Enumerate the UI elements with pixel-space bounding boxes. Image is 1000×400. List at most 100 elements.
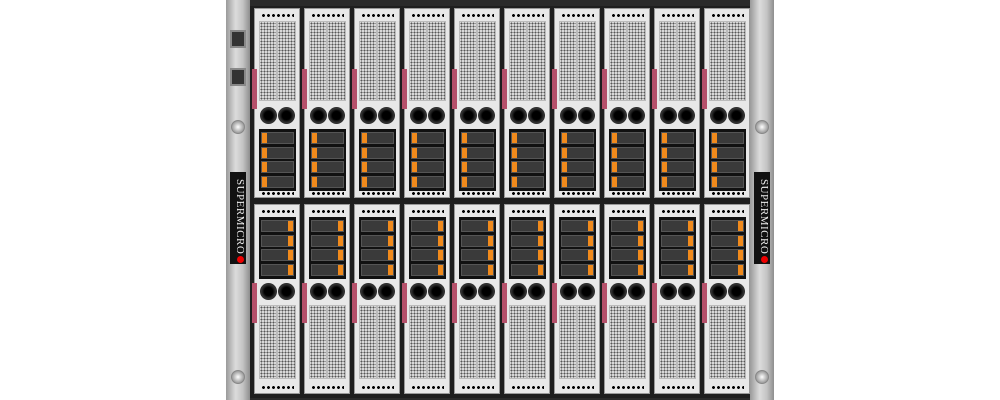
drive-bay[interactable]: [311, 234, 344, 247]
drive-release-tab[interactable]: [362, 147, 367, 158]
release-handle[interactable]: [702, 69, 707, 109]
release-handle[interactable]: [502, 69, 507, 109]
drive-release-tab[interactable]: [488, 250, 493, 261]
drive-bay[interactable]: [511, 146, 544, 159]
drive-bay[interactable]: [711, 220, 744, 233]
drive-release-tab[interactable]: [588, 221, 593, 232]
drive-release-tab[interactable]: [438, 250, 443, 261]
drive-bay[interactable]: [411, 132, 444, 145]
drive-bay[interactable]: [711, 249, 744, 262]
drive-bay[interactable]: [611, 263, 644, 276]
drive-release-tab[interactable]: [262, 176, 267, 187]
release-handle[interactable]: [552, 69, 557, 109]
server-blade[interactable]: [652, 204, 700, 394]
drive-release-tab[interactable]: [388, 264, 393, 275]
drive-release-tab[interactable]: [312, 176, 317, 187]
drive-bay[interactable]: [661, 234, 694, 247]
drive-bay[interactable]: [261, 146, 294, 159]
drive-release-tab[interactable]: [612, 147, 617, 158]
drive-release-tab[interactable]: [488, 235, 493, 246]
drive-release-tab[interactable]: [588, 250, 593, 261]
drive-bay[interactable]: [361, 220, 394, 233]
drive-bay[interactable]: [461, 234, 494, 247]
drive-release-tab[interactable]: [612, 133, 617, 144]
drive-bay[interactable]: [411, 175, 444, 188]
drive-bay[interactable]: [611, 175, 644, 188]
drive-bay[interactable]: [361, 132, 394, 145]
drive-release-tab[interactable]: [388, 235, 393, 246]
drive-bay[interactable]: [261, 249, 294, 262]
drive-bay[interactable]: [511, 161, 544, 174]
server-blade[interactable]: [602, 8, 650, 198]
drive-release-tab[interactable]: [662, 133, 667, 144]
drive-release-tab[interactable]: [288, 235, 293, 246]
drive-release-tab[interactable]: [662, 162, 667, 173]
drive-release-tab[interactable]: [438, 221, 443, 232]
drive-release-tab[interactable]: [262, 162, 267, 173]
drive-release-tab[interactable]: [712, 162, 717, 173]
server-blade[interactable]: [302, 8, 350, 198]
drive-release-tab[interactable]: [712, 133, 717, 144]
drive-bay[interactable]: [561, 249, 594, 262]
release-handle[interactable]: [402, 283, 407, 323]
server-blade[interactable]: [502, 204, 550, 394]
drive-bay[interactable]: [561, 132, 594, 145]
drive-release-tab[interactable]: [262, 147, 267, 158]
drive-bay[interactable]: [361, 263, 394, 276]
drive-bay[interactable]: [661, 161, 694, 174]
drive-release-tab[interactable]: [438, 264, 443, 275]
drive-release-tab[interactable]: [538, 235, 543, 246]
drive-release-tab[interactable]: [712, 176, 717, 187]
drive-bay[interactable]: [511, 132, 544, 145]
drive-bay[interactable]: [561, 263, 594, 276]
drive-release-tab[interactable]: [362, 162, 367, 173]
drive-release-tab[interactable]: [312, 147, 317, 158]
drive-release-tab[interactable]: [638, 235, 643, 246]
server-blade[interactable]: [352, 8, 400, 198]
server-blade[interactable]: [502, 8, 550, 198]
drive-bay[interactable]: [461, 220, 494, 233]
drive-bay[interactable]: [361, 234, 394, 247]
drive-release-tab[interactable]: [438, 235, 443, 246]
drive-bay[interactable]: [311, 249, 344, 262]
drive-release-tab[interactable]: [688, 221, 693, 232]
drive-release-tab[interactable]: [412, 147, 417, 158]
drive-release-tab[interactable]: [738, 250, 743, 261]
drive-bay[interactable]: [511, 249, 544, 262]
server-blade[interactable]: [702, 8, 750, 198]
drive-bay[interactable]: [261, 234, 294, 247]
drive-bay[interactable]: [411, 161, 444, 174]
release-handle[interactable]: [552, 283, 557, 323]
drive-bay[interactable]: [411, 146, 444, 159]
drive-release-tab[interactable]: [612, 162, 617, 173]
server-blade[interactable]: [252, 204, 300, 394]
drive-release-tab[interactable]: [512, 162, 517, 173]
server-blade[interactable]: [352, 204, 400, 394]
release-handle[interactable]: [652, 283, 657, 323]
drive-release-tab[interactable]: [462, 147, 467, 158]
drive-bay[interactable]: [461, 146, 494, 159]
drive-bay[interactable]: [461, 249, 494, 262]
drive-release-tab[interactable]: [312, 133, 317, 144]
drive-bay[interactable]: [361, 249, 394, 262]
drive-release-tab[interactable]: [362, 133, 367, 144]
drive-release-tab[interactable]: [338, 250, 343, 261]
drive-bay[interactable]: [711, 234, 744, 247]
drive-bay[interactable]: [711, 263, 744, 276]
release-handle[interactable]: [252, 283, 257, 323]
drive-release-tab[interactable]: [638, 264, 643, 275]
drive-bay[interactable]: [461, 263, 494, 276]
drive-bay[interactable]: [561, 175, 594, 188]
drive-release-tab[interactable]: [538, 250, 543, 261]
drive-release-tab[interactable]: [688, 264, 693, 275]
drive-bay[interactable]: [461, 132, 494, 145]
drive-release-tab[interactable]: [512, 147, 517, 158]
release-handle[interactable]: [602, 283, 607, 323]
drive-release-tab[interactable]: [738, 264, 743, 275]
drive-bay[interactable]: [311, 146, 344, 159]
drive-release-tab[interactable]: [738, 235, 743, 246]
drive-bay[interactable]: [461, 161, 494, 174]
server-blade[interactable]: [702, 204, 750, 394]
release-handle[interactable]: [452, 69, 457, 109]
drive-release-tab[interactable]: [562, 147, 567, 158]
